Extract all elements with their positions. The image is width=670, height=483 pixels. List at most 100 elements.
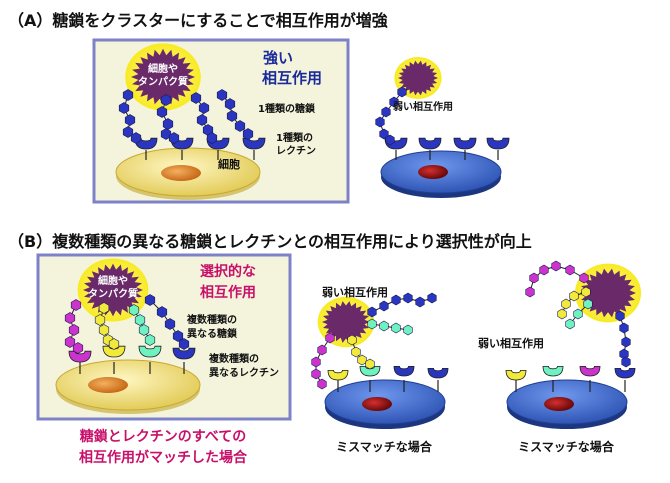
lectin-shape (138, 345, 162, 358)
nucleus (544, 397, 574, 411)
section-a-title: （A）糖鎖をクラスターにすることで相互作用が増強 (8, 11, 388, 30)
sugar-unit (365, 358, 375, 370)
sugar-unit (375, 116, 385, 128)
lectin (172, 347, 196, 360)
sugar-unit (391, 322, 401, 334)
sugar-unit (124, 114, 136, 126)
blue-cell (380, 150, 502, 198)
sugar-unit (621, 356, 631, 368)
sugar-unit (64, 312, 76, 324)
sugar-unit (160, 128, 172, 140)
weak-label-a: 弱い相互作用 (393, 100, 453, 113)
sugar-unit (621, 336, 631, 348)
yellow-cell (55, 359, 201, 414)
protein-star (77, 258, 149, 322)
lectin (542, 366, 564, 377)
sugar-unit (98, 324, 110, 336)
sugar-unit (561, 298, 571, 310)
sugar-unit (144, 334, 156, 346)
star-body (83, 263, 143, 317)
lectin-label-1: 1種類の (276, 131, 313, 144)
multi-sugar-label-1: 複数種類の (186, 313, 237, 326)
sugar-unit (242, 128, 254, 140)
sugar-unit (367, 318, 377, 330)
sugar-unit (311, 356, 321, 368)
lectin (427, 368, 449, 379)
sugar-unit (122, 126, 134, 138)
sugar-unit (130, 132, 142, 144)
lectin (418, 137, 442, 150)
multi-sugar-label-2: 異なる糖鎖 (187, 327, 238, 340)
lectin (68, 350, 92, 363)
sugar-unit (367, 306, 377, 318)
sugar-unit (216, 89, 228, 101)
sugar-unit (565, 318, 575, 330)
yellow-cell (115, 147, 261, 200)
sugar-unit (156, 306, 168, 318)
lectin (393, 366, 415, 377)
sugar-unit (108, 338, 120, 350)
sugar-unit (615, 310, 625, 322)
sugar-unit (415, 296, 425, 308)
star-body (580, 268, 636, 318)
star-body (322, 301, 370, 343)
sugar-unit (206, 132, 218, 144)
sugar-unit (178, 338, 190, 350)
sugar-unit (385, 134, 395, 146)
sugar-unit (156, 106, 168, 118)
sugar-unit (581, 286, 591, 298)
sugar-unit (311, 368, 321, 380)
sugar-unit (144, 294, 156, 306)
lectin (486, 137, 510, 150)
sugar-unit (70, 299, 82, 311)
sugar-unit (317, 344, 327, 356)
sugar-unit (128, 304, 140, 316)
sugar-unit (198, 102, 210, 114)
sugar-unit (196, 114, 208, 126)
star-label-1: 細胞や (98, 274, 128, 287)
mismatch-label-middle: ミスマッチな場合 (336, 439, 433, 454)
sugar-chains (64, 294, 196, 363)
sugar-unit (224, 98, 236, 110)
sugar-label: 1種類の糖鎖 (258, 102, 316, 115)
sugar-unit (122, 89, 134, 101)
lectin-shape (427, 368, 449, 379)
cell-label: 細胞 (218, 157, 240, 171)
sugar-unit (403, 324, 413, 336)
sugar-unit (403, 292, 413, 304)
sugar-unit (118, 102, 130, 114)
sugar-unit (347, 334, 357, 346)
sugar-unit (539, 264, 549, 276)
caption-line-1: 糖鎖とレクチンのすべての (80, 428, 246, 445)
star-label-2: タンパク質 (138, 75, 188, 88)
lectin-shape (486, 137, 510, 150)
sugar-unit (579, 272, 589, 284)
sugar-unit (64, 336, 76, 348)
lectin (579, 366, 601, 377)
lectin-shape (542, 366, 564, 377)
lectin (614, 368, 636, 379)
lectin (327, 370, 349, 381)
lectin (453, 137, 477, 150)
sugar-unit (551, 260, 561, 272)
sugar-unit (98, 302, 110, 314)
sugar-unit (226, 110, 238, 122)
lectin (242, 137, 266, 150)
lectin-label-2: レクチン (276, 145, 316, 157)
protein-star (125, 43, 201, 111)
blue-cell (324, 379, 446, 429)
selective-label-1: 選択的な (200, 263, 256, 280)
sugar-unit (619, 322, 629, 334)
protein-star (394, 57, 442, 99)
lectin-shape (614, 368, 636, 379)
sugar-unit (162, 118, 174, 130)
sugar-unit (68, 324, 80, 336)
star-label-1: 細胞や (148, 62, 178, 75)
lectin (505, 370, 527, 381)
lectin-shape (172, 347, 196, 360)
sugar-unit (94, 314, 106, 326)
nucleus (418, 165, 448, 179)
sugar-unit (172, 330, 184, 342)
